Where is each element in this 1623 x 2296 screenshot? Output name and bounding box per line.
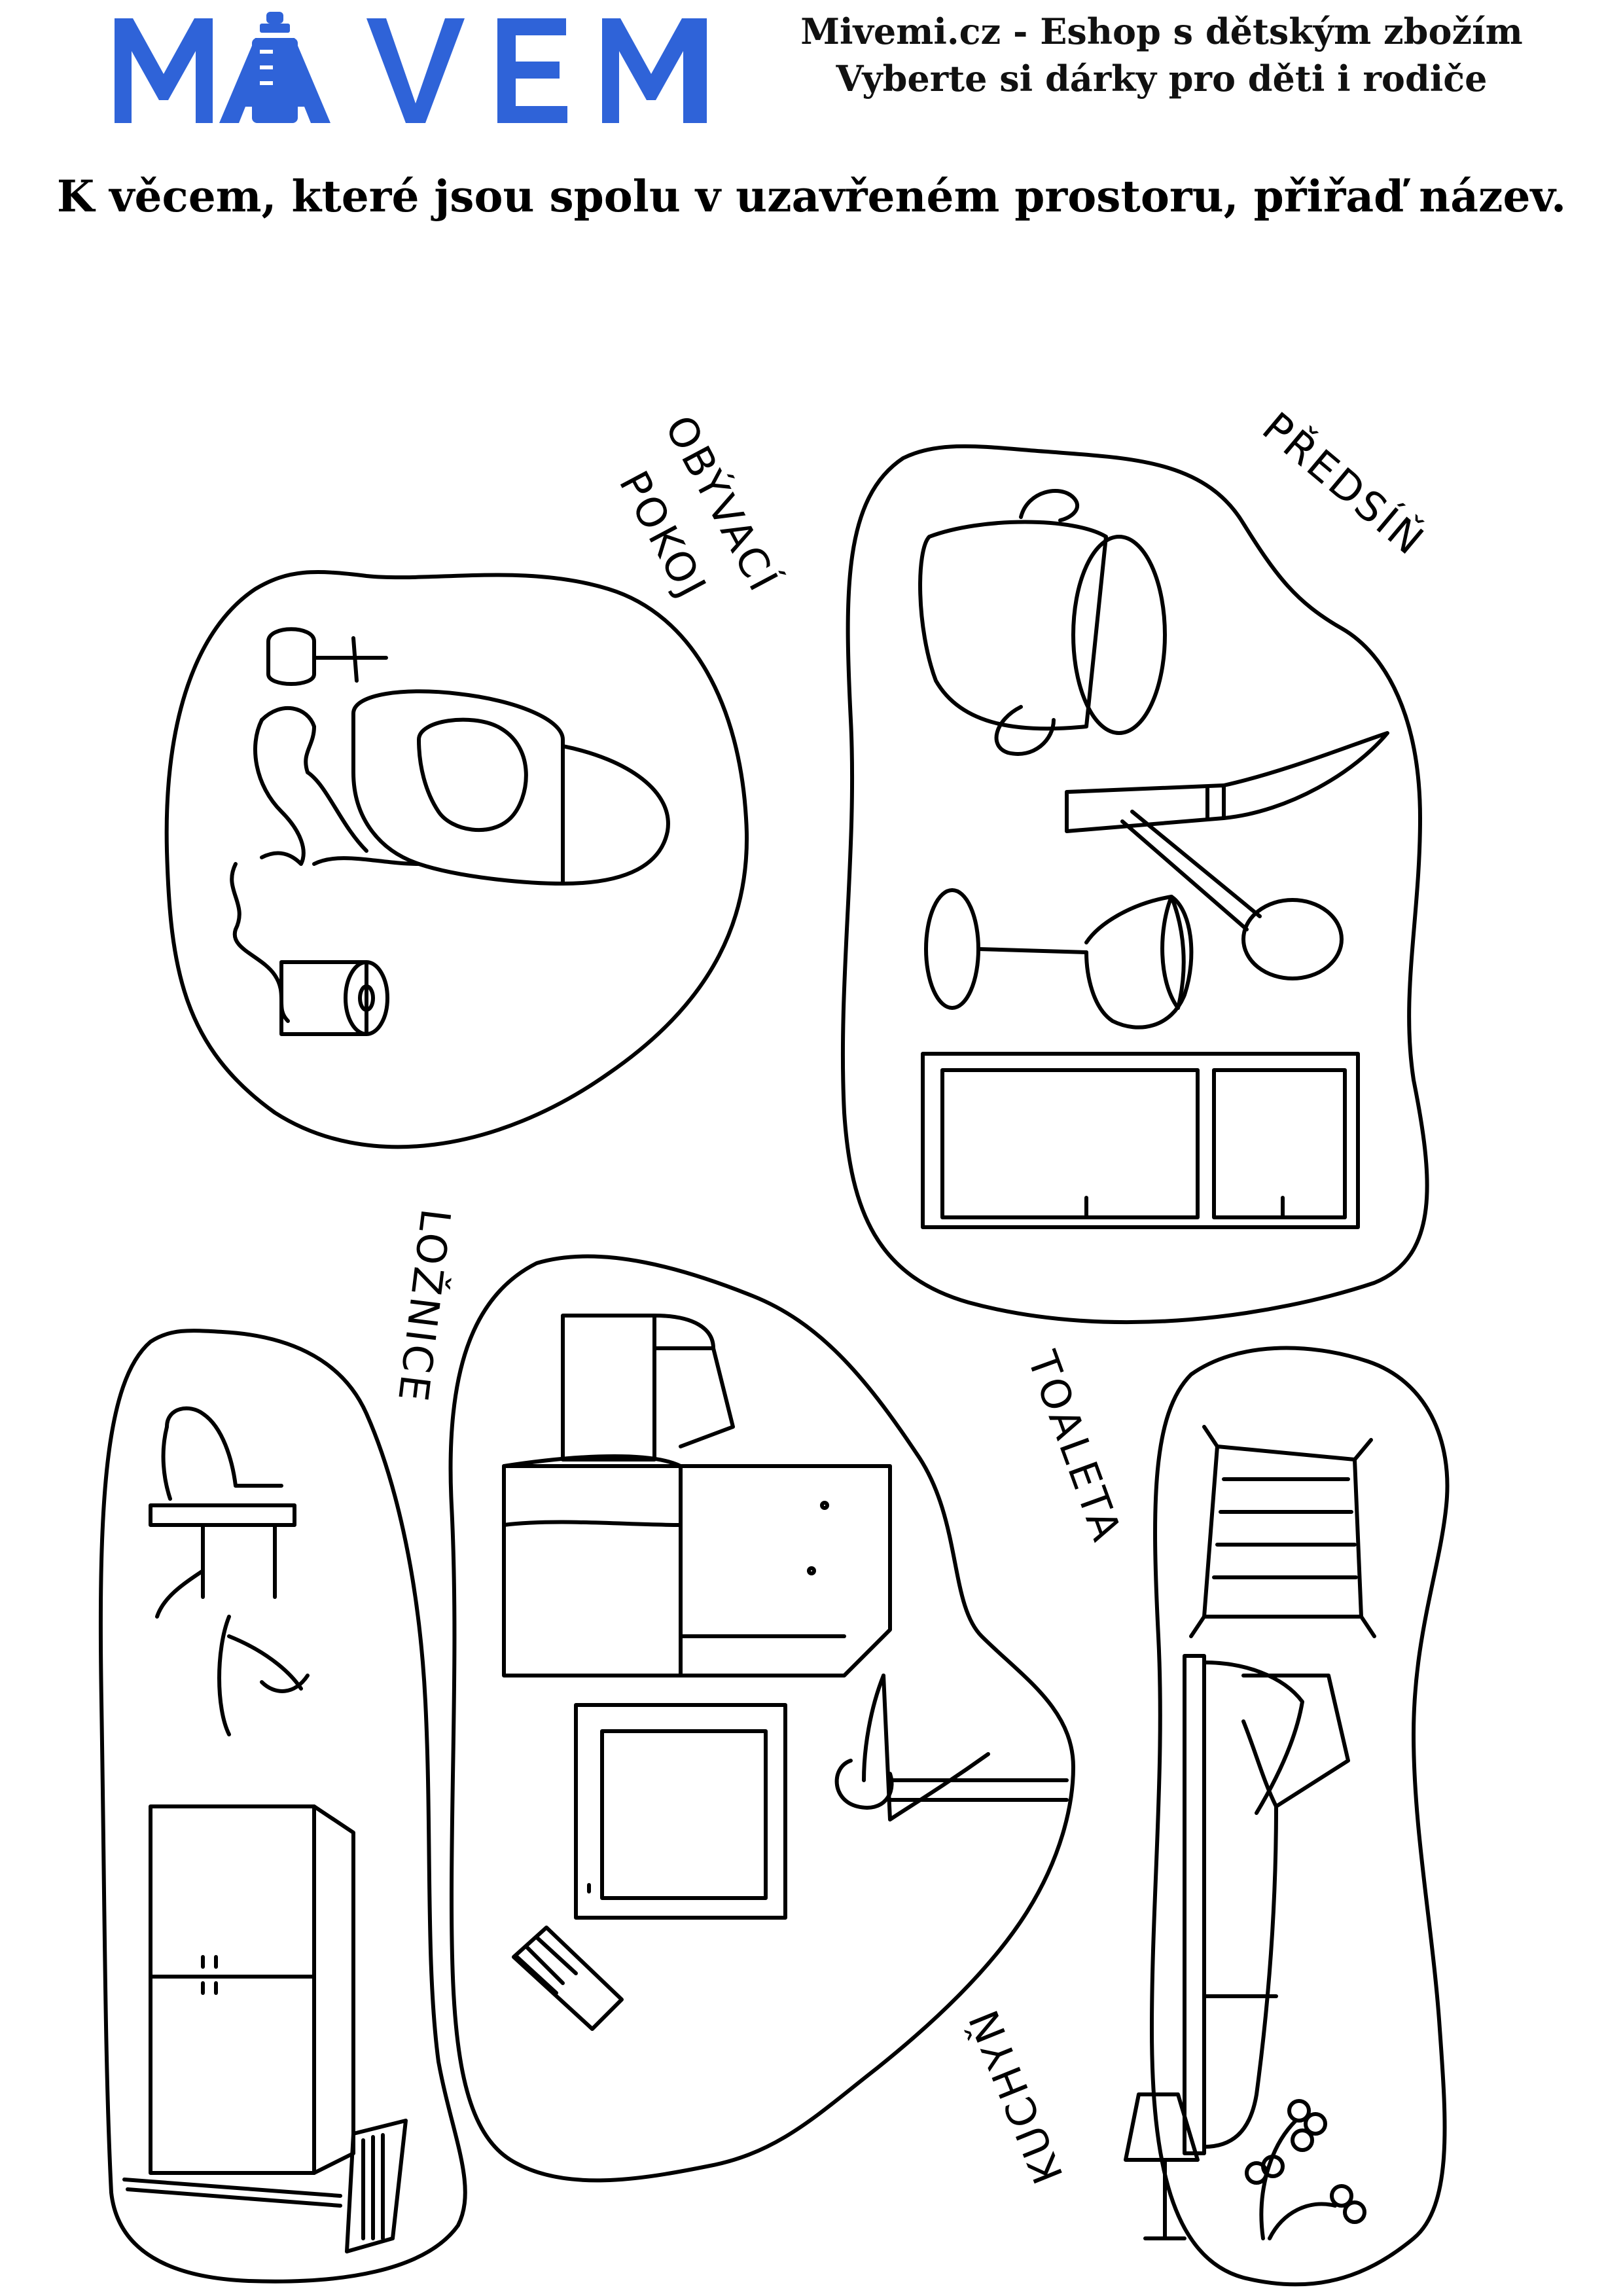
bed-icon xyxy=(1183,1654,1350,2155)
instruction-text: K věcem, které jsou spolu v uzavřeném pr… xyxy=(56,171,1567,222)
tagline-line-1: Mivemi.cz - Eshop s dětským zbožím xyxy=(800,10,1523,52)
mavemi-logo xyxy=(115,12,700,123)
tv-icon xyxy=(574,1703,787,1920)
mavemi-logo-i xyxy=(687,18,707,123)
knife-icon xyxy=(1065,731,1389,833)
toilet-paper-roll-icon xyxy=(230,862,389,1036)
region-outline-toilet xyxy=(164,570,749,1149)
region-outline-bedroom xyxy=(1150,1346,1450,2287)
region-outline-living xyxy=(448,1254,1075,2183)
header: Mivemi.cz - Eshop s dětským zbožím Vyber… xyxy=(0,0,1623,157)
tagline: Mivemi.cz - Eshop s dětským zbožím Vyber… xyxy=(746,8,1577,102)
mug-icon xyxy=(918,489,1167,756)
label-predsin: PŘEDSÍŇ xyxy=(1253,403,1434,565)
broom-icon xyxy=(122,2119,408,2253)
label-toaleta: TOALETA xyxy=(1018,1344,1132,1549)
armchair-icon xyxy=(502,1314,892,1677)
tagline-line-2: Vyberte si dárky pro děti i rodiče xyxy=(836,58,1488,99)
bedside-lamp-icon xyxy=(1124,2092,1200,2240)
coat-hanger-icon xyxy=(217,1615,310,1736)
toilet-icon xyxy=(253,689,670,886)
wine-glass-icon xyxy=(924,888,1194,1030)
label-kuchyn: KUCHYŇ xyxy=(959,2001,1073,2190)
region-outline-kitchen xyxy=(840,444,1429,1325)
wardrobe-icon xyxy=(149,1804,355,2175)
boot-icon xyxy=(149,1406,296,1619)
region-outline-hallway xyxy=(98,1329,467,2284)
label-loznice: LOŽNICE xyxy=(389,1206,460,1406)
lamp-icon xyxy=(834,1674,1069,1821)
kitchen-cabinet-icon xyxy=(921,1052,1360,1229)
pillow-icon xyxy=(1189,1425,1376,1638)
flowers-icon xyxy=(1245,2099,1366,2240)
remote-control-icon xyxy=(512,1926,624,2031)
spoon-icon xyxy=(1120,810,1344,980)
toilet-paper-holder-icon xyxy=(266,627,388,686)
